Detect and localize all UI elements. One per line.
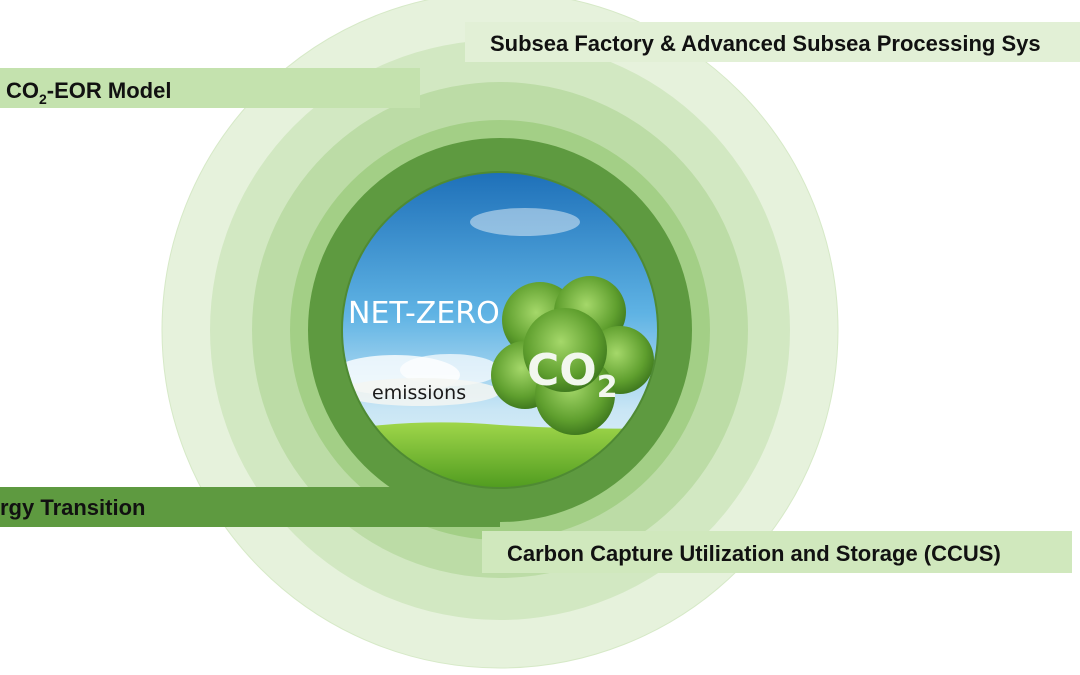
label-co2-eor: CO2-EOR Model (6, 78, 171, 107)
center-image-border (341, 171, 659, 489)
label-energy-transition: rgy Transition (0, 495, 145, 520)
band-ccus (482, 531, 1072, 573)
center-subtitle: emissions (372, 382, 466, 404)
band-energy-transition (0, 487, 500, 527)
center-title: NET-ZERO (348, 296, 500, 331)
band-subsea (465, 22, 1080, 62)
label-subsea: Subsea Factory & Advanced Subsea Process… (490, 31, 1041, 56)
band-co2-eor (0, 68, 420, 108)
center-image: CO2 (342, 172, 658, 488)
co2-bush (491, 276, 654, 435)
co2-graphic-text: CO2 (527, 345, 618, 405)
label-ccus: Carbon Capture Utilization and Storage (… (507, 541, 1001, 566)
